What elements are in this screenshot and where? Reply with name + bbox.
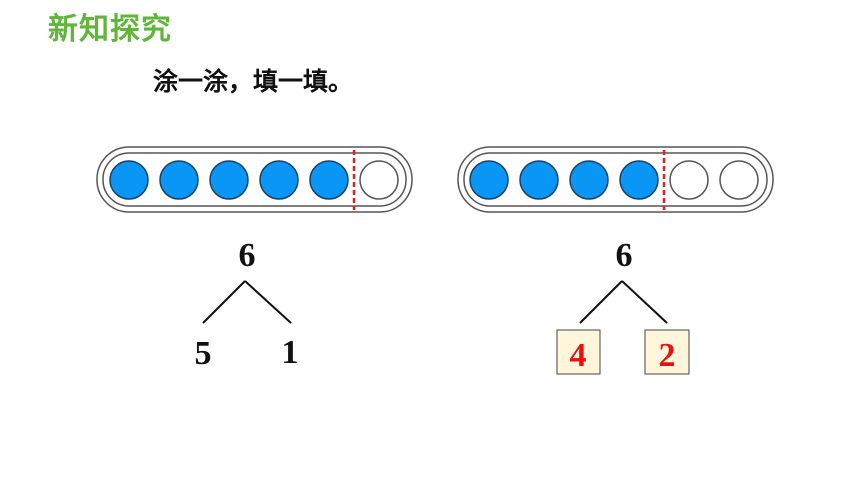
section-title: 新知探究 [48, 12, 172, 47]
right-bead-empty[interactable] [669, 160, 709, 200]
right-bead-filled[interactable] [519, 160, 559, 200]
left-part-number: 5 [195, 335, 212, 372]
left-bead-tray [96, 146, 413, 213]
left-bead-empty[interactable] [359, 160, 399, 200]
left-bead-filled[interactable] [309, 160, 349, 200]
answer-right-number: 2 [659, 337, 676, 374]
left-bead-filled[interactable] [159, 160, 199, 200]
left-bead-filled[interactable] [209, 160, 249, 200]
right-bead-tray [457, 146, 774, 213]
right-bead-empty[interactable] [719, 160, 759, 200]
right-whole-number: 6 [616, 237, 633, 274]
left-bond-right-branch [244, 280, 292, 324]
left-beads [109, 160, 399, 200]
answer-box-right[interactable] [644, 329, 690, 375]
right-bond-right-branch [621, 280, 668, 324]
left-whole-number: 6 [239, 237, 256, 274]
right-bond-left-branch [579, 280, 623, 324]
right-bead-filled[interactable] [619, 160, 659, 200]
answer-box-left[interactable] [556, 329, 601, 375]
left-bead-filled[interactable] [109, 160, 149, 200]
left-bond-left-branch [202, 280, 246, 324]
left-number-bond: 6 5 1 [195, 237, 299, 372]
answer-left-number: 4 [570, 337, 587, 374]
right-bead-filled[interactable] [469, 160, 509, 200]
right-number-bond: 6 4 2 [556, 237, 690, 375]
instruction-text: 涂一涂，填一填。 [153, 67, 354, 96]
left-bead-filled[interactable] [259, 160, 299, 200]
right-bead-filled[interactable] [569, 160, 609, 200]
right-part-number: 1 [282, 334, 299, 371]
right-beads [469, 160, 759, 200]
